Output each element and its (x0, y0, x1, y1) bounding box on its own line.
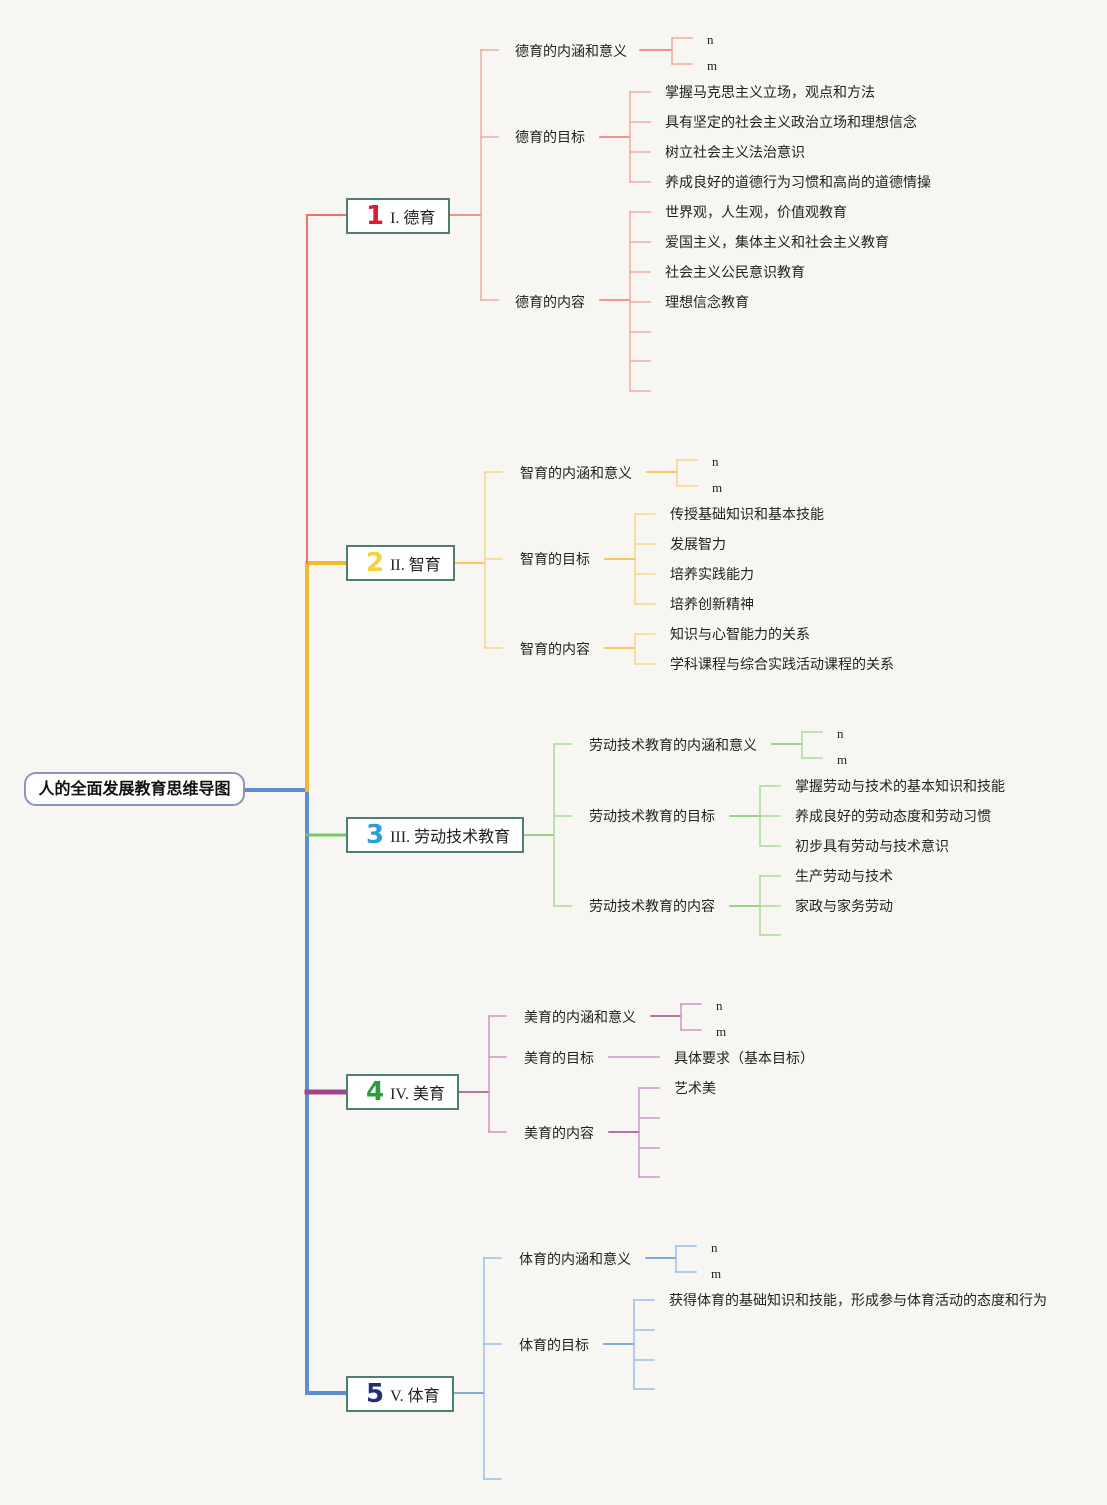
branch-label: IV. 美育 (390, 1086, 445, 1103)
topic-goal: 美育的目标 (524, 1051, 594, 1067)
branch-label: II. 智育 (390, 557, 441, 574)
leaf-item: 爱国主义，集体主义和社会主义教育 (665, 235, 889, 251)
leaf-item: n (712, 454, 719, 469)
branch-labor-education: 3 III. 劳动技术教育 (346, 817, 524, 853)
topic-goal: 体育的目标 (519, 1338, 589, 1354)
leaf-item: 养成良好的道德行为习惯和高尚的道德情操 (665, 175, 931, 191)
leaf-item: 获得体育的基础知识和技能，形成参与体育活动的态度和行为 (669, 1293, 1047, 1309)
topic-content: 劳动技术教育的内容 (589, 899, 715, 915)
topic-content: 智育的内容 (520, 642, 590, 658)
leaf-item: 知识与心智能力的关系 (670, 627, 810, 643)
branch-label: V. 体育 (390, 1388, 440, 1405)
leaf-item: 世界观，人生观，价值观教育 (665, 205, 847, 221)
leaf-item: 艺术美 (674, 1081, 716, 1097)
leaf-item: m (716, 1024, 727, 1039)
topic-goal: 劳动技术教育的目标 (589, 809, 715, 825)
topic-meaning: 智育的内涵和意义 (520, 466, 632, 482)
topic-content: 德育的内容 (515, 295, 585, 311)
branch-number: 5 (366, 1379, 385, 1409)
leaf-item: 发展智力 (670, 537, 726, 553)
topic-goal: 智育的目标 (520, 552, 590, 568)
leaf-item: m (712, 480, 723, 495)
leaf-item: 具有坚定的社会主义政治立场和理想信念 (665, 115, 917, 131)
topic-content: 美育的内容 (524, 1126, 594, 1142)
branch-aesthetic-education: 4 IV. 美育 (346, 1074, 459, 1110)
leaf-item: n (716, 998, 723, 1013)
leaf-item: n (707, 32, 714, 47)
branch-moral-education: 1 I. 德育 (346, 198, 450, 234)
leaf-item: m (707, 58, 718, 73)
branch-intellectual-education: 2 II. 智育 (346, 545, 455, 581)
leaf-item: 养成良好的劳动态度和劳动习惯 (795, 809, 991, 825)
leaf-item: 掌握劳动与技术的基本知识和技能 (795, 779, 1005, 795)
branch-number: 2 (366, 548, 385, 578)
topic-meaning: 美育的内涵和意义 (524, 1010, 636, 1026)
topic-meaning: 体育的内涵和意义 (519, 1252, 631, 1268)
branch-label: III. 劳动技术教育 (390, 829, 511, 846)
topic-goal: 德育的目标 (515, 130, 585, 146)
leaf-item: m (711, 1266, 722, 1281)
root-title: 人的全面发展教育思维导图 (24, 772, 245, 806)
leaf-item: 掌握马克思主义立场，观点和方法 (665, 85, 875, 101)
leaf-item: 初步具有劳动与技术意识 (795, 839, 949, 855)
leaf-item: 培养创新精神 (670, 597, 754, 613)
branch-number: 3 (366, 820, 385, 850)
branch-label: I. 德育 (390, 210, 436, 227)
leaf-item: 培养实践能力 (670, 567, 754, 583)
leaf-item: 社会主义公民意识教育 (665, 265, 805, 281)
leaf-item: 树立社会主义法治意识 (665, 145, 805, 161)
branch-number: 4 (366, 1077, 385, 1107)
leaf-item: m (837, 752, 848, 767)
leaf-item: 理想信念教育 (665, 295, 749, 311)
leaf-item: 生产劳动与技术 (795, 869, 893, 885)
leaf-item: n (711, 1240, 718, 1255)
leaf-item: 传授基础知识和基本技能 (670, 507, 824, 523)
topic-meaning: 劳动技术教育的内涵和意义 (589, 738, 757, 754)
topic-meaning: 德育的内涵和意义 (515, 44, 627, 60)
leaf-item: 家政与家务劳动 (795, 899, 893, 915)
branch-physical-education: 5 V. 体育 (346, 1376, 454, 1412)
leaf-item: n (837, 726, 844, 741)
leaf-item: 具体要求（基本目标） (674, 1051, 814, 1067)
leaf-item: 学科课程与综合实践活动课程的关系 (670, 657, 894, 673)
branch-number: 1 (366, 201, 385, 231)
